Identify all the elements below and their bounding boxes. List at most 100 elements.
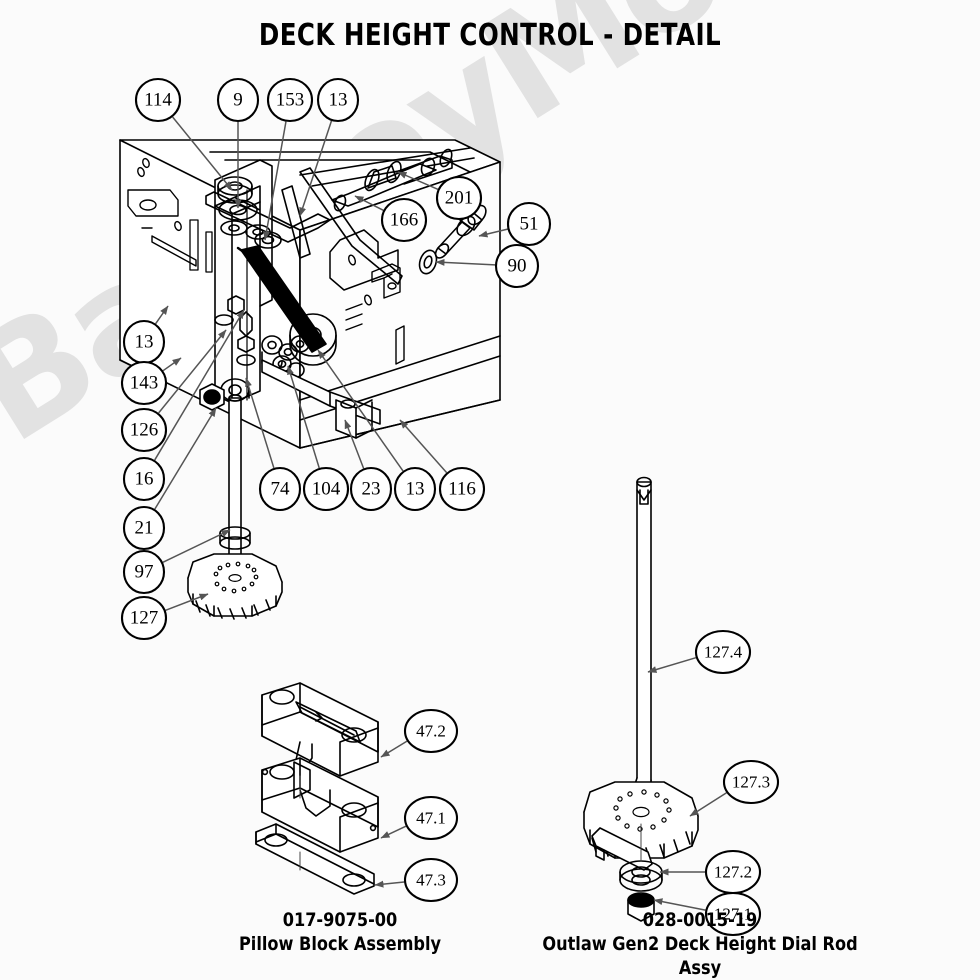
callout-leader-23 — [344, 419, 365, 469]
deck-height-pedestal — [187, 378, 283, 620]
page-title: DECK HEIGHT CONTROL - DETAIL — [258, 18, 722, 53]
pillow-block-part-number: 017-9075-00 — [282, 909, 398, 931]
callout-leader-97 — [162, 529, 231, 564]
callout-104[interactable]: 104 — [287, 365, 350, 512]
callout-bubble-104[interactable] — [302, 466, 350, 512]
callout-bubble-90[interactable] — [494, 243, 540, 289]
callout-127.2[interactable]: 127.2 — [659, 849, 762, 895]
callout-bubble-153[interactable] — [266, 77, 314, 123]
callout-bubble-16[interactable] — [122, 456, 166, 502]
callout-13t[interactable]: 13 — [299, 77, 360, 217]
callout-97[interactable]: 97 — [122, 529, 231, 595]
callout-bubble-201[interactable] — [435, 175, 483, 221]
callout-label-114: 114 — [144, 90, 172, 111]
callout-label-13l: 13 — [135, 332, 154, 353]
callout-bubble-23[interactable] — [349, 466, 393, 512]
callout-143[interactable]: 143 — [120, 357, 182, 406]
callout-label-127: 127 — [130, 608, 159, 629]
callout-label-127.3: 127.3 — [732, 773, 770, 792]
callout-bubble-74[interactable] — [258, 466, 302, 512]
callout-leader-16 — [154, 309, 245, 461]
callout-label-97: 97 — [135, 562, 154, 583]
callout-23[interactable]: 23 — [344, 419, 393, 512]
shaft-collar-assembly — [331, 148, 453, 212]
callout-13l[interactable]: 13 — [122, 305, 169, 365]
callout-leader-127.3 — [689, 792, 727, 817]
callout-bubble-166[interactable] — [380, 197, 428, 243]
callout-bubble-127.3[interactable] — [722, 759, 780, 805]
callout-47.1[interactable]: 47.1 — [380, 795, 459, 841]
callout-47.3[interactable]: 47.3 — [374, 857, 459, 903]
callout-153[interactable]: 153 — [263, 77, 314, 241]
callout-leader-13b — [317, 349, 404, 472]
pillow-block-lower — [261, 757, 379, 853]
callout-leader-47.3 — [374, 880, 405, 888]
callout-127.3[interactable]: 127.3 — [689, 759, 780, 817]
callout-bubble-127.4[interactable] — [694, 629, 752, 675]
callout-9[interactable]: 9 — [216, 77, 260, 209]
callout-label-127.1: 127.1 — [714, 905, 752, 924]
callout-114[interactable]: 114 — [134, 77, 233, 191]
callout-label-116: 116 — [448, 479, 476, 500]
callout-bubble-127[interactable] — [120, 595, 168, 641]
callout-label-201: 201 — [445, 188, 474, 209]
callout-126[interactable]: 126 — [120, 329, 227, 453]
callout-51[interactable]: 51 — [478, 201, 552, 247]
callout-127.4[interactable]: 127.4 — [647, 629, 752, 675]
callout-leader-201 — [397, 171, 439, 191]
callout-leader-13t — [299, 120, 333, 217]
callout-166[interactable]: 166 — [354, 195, 428, 243]
callout-74[interactable]: 74 — [245, 377, 302, 512]
callout-leader-21 — [154, 407, 217, 510]
callout-bubble-126[interactable] — [120, 407, 168, 453]
callout-127.1[interactable]: 127.1 — [653, 891, 762, 937]
callout-leader-74 — [245, 377, 275, 469]
callout-label-13t: 13 — [329, 90, 348, 111]
callout-bubble-47.2[interactable] — [403, 708, 459, 754]
callout-label-51: 51 — [520, 214, 539, 235]
callout-bubble-143[interactable] — [120, 360, 168, 406]
dial-rod-nut — [627, 892, 655, 922]
callout-leader-51 — [478, 228, 508, 238]
callout-bubble-97[interactable] — [122, 549, 166, 595]
callout-201[interactable]: 201 — [397, 171, 483, 221]
callout-leader-116 — [399, 419, 448, 474]
callout-13b[interactable]: 13 — [317, 349, 437, 512]
callout-label-153: 153 — [276, 90, 305, 111]
callout-16[interactable]: 16 — [122, 309, 245, 502]
callout-bubble-13b[interactable] — [393, 466, 437, 512]
callout-bubble-116[interactable] — [438, 466, 486, 512]
callout-leader-13l — [155, 305, 169, 325]
callout-label-23: 23 — [362, 479, 381, 500]
callout-bubble-114[interactable] — [134, 77, 182, 123]
callout-leader-47.1 — [380, 825, 407, 839]
callout-leader-127.4 — [647, 656, 697, 673]
pillow-block-caption: 017-9075-00 Pillow Block Assembly — [187, 908, 493, 956]
callout-bubble-127.1[interactable] — [704, 891, 762, 937]
callout-label-47.1: 47.1 — [416, 809, 446, 828]
callout-leader-153 — [263, 121, 287, 241]
callout-bubble-47.3[interactable] — [403, 857, 459, 903]
callout-bubble-13t[interactable] — [316, 77, 360, 123]
callout-21[interactable]: 21 — [122, 407, 217, 551]
callout-127[interactable]: 127 — [120, 593, 209, 641]
callout-bubble-9[interactable] — [216, 77, 260, 123]
callout-label-21: 21 — [135, 518, 154, 539]
deck-lift-bracket — [214, 159, 273, 404]
callout-label-166: 166 — [390, 210, 419, 231]
callout-90[interactable]: 90 — [435, 243, 540, 289]
callout-label-143: 143 — [130, 373, 159, 394]
callout-label-104: 104 — [312, 479, 341, 500]
callout-label-127.2: 127.2 — [714, 863, 752, 882]
callout-label-90: 90 — [508, 256, 527, 277]
callout-leader-143 — [162, 357, 182, 372]
callout-bubble-51[interactable] — [506, 201, 552, 247]
callout-47.2[interactable]: 47.2 — [380, 708, 459, 758]
callout-bubble-21[interactable] — [122, 505, 166, 551]
callout-bubble-47.1[interactable] — [403, 795, 459, 841]
callout-116[interactable]: 116 — [399, 419, 486, 512]
callout-label-126: 126 — [130, 420, 159, 441]
callout-label-13b: 13 — [406, 479, 425, 500]
